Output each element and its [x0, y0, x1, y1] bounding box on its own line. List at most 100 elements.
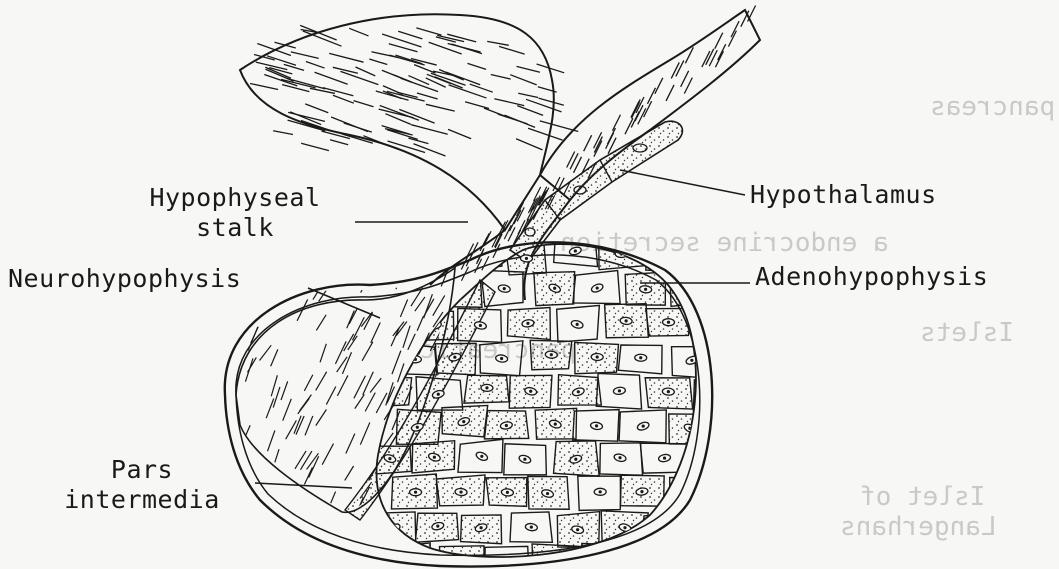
fiber-stroke [271, 287, 279, 305]
fiber-stroke [365, 393, 375, 412]
cell-nucleolus [388, 255, 391, 258]
adeno-cell [646, 241, 689, 272]
cell-nucleolus [506, 561, 509, 564]
cell-nucleolus [461, 558, 464, 561]
fiber-stroke [250, 83, 278, 89]
fiber-stroke [281, 79, 316, 87]
fiber-stroke [268, 430, 275, 451]
cell-nucleolus [710, 461, 713, 464]
fiber-stroke [467, 63, 486, 69]
cell-nucleolus [416, 426, 419, 429]
fiber-stroke [347, 310, 355, 328]
fiber-stroke [408, 76, 429, 85]
fiber-stroke [403, 326, 410, 348]
fiber-stroke [376, 393, 387, 413]
cell-nucleolus [754, 254, 757, 257]
cell-nucleolus [384, 324, 387, 327]
cell-nucleolus [596, 355, 599, 358]
fiber-stroke [538, 98, 563, 105]
fiber-stroke [516, 66, 539, 72]
fiber-stroke [415, 297, 425, 311]
fiber-stroke [389, 44, 418, 52]
cell-nucleus [749, 524, 762, 534]
label-pars-line1: Pars [22, 455, 262, 485]
label-pars-intermedia: Pars intermedia [22, 455, 262, 515]
cell-nucleus [771, 353, 785, 364]
fiber-stroke [283, 399, 292, 421]
fiber-stroke [666, 85, 674, 101]
fiber-stroke [718, 44, 726, 60]
fiber-stroke [355, 394, 365, 408]
fiber-stroke [352, 317, 364, 340]
cell-nucleus [706, 251, 719, 261]
fiber-stroke [337, 375, 348, 395]
fiber-stroke [344, 123, 372, 132]
fiber-stroke [487, 41, 509, 45]
adeno-cell [759, 547, 802, 569]
adeno-cell [690, 446, 733, 480]
fiber-stroke [505, 115, 536, 127]
fiber-stroke [301, 143, 329, 150]
cell-nucleolus [576, 323, 579, 326]
adeno-cell [439, 272, 482, 307]
fiber-stroke [271, 349, 278, 366]
label-hypophyseal-line2: stalk [120, 213, 350, 243]
cell-nucleolus [642, 425, 645, 428]
fiber-stroke [275, 276, 282, 295]
cell-nucleolus [546, 492, 549, 495]
cell-nucleolus [754, 527, 757, 530]
fiber-stroke [306, 61, 325, 68]
cell-nucleolus [485, 386, 488, 389]
fiber-stroke [748, 6, 756, 22]
cell-nucleus [710, 320, 723, 329]
cell-nucleolus [525, 257, 528, 260]
cell-nucleolus [737, 562, 740, 565]
leader-line-hypothalamus [620, 170, 745, 195]
cell-nucleolus [734, 289, 737, 292]
fiber-stroke [655, 78, 663, 94]
adeno-cell [758, 475, 802, 508]
cell-nucleolus [530, 526, 533, 529]
adeno-cell [711, 411, 756, 443]
fiber-stroke [516, 139, 542, 150]
fiber-stroke [395, 55, 422, 64]
cell-nucleolus [599, 559, 602, 562]
cell-nucleolus [640, 490, 643, 493]
fiber-stroke [387, 130, 418, 140]
cell-nucleolus [479, 526, 482, 529]
cell-nucleus [729, 286, 742, 295]
label-pars-line2: intermedia [22, 485, 262, 515]
cell-nucleus [709, 525, 721, 532]
fiber-stroke [709, 50, 717, 66]
cell-nucleus [774, 558, 786, 566]
fiber-stroke [258, 272, 266, 290]
fiber-stroke [540, 121, 578, 132]
label-adenohypophysis: Adenohypophysis [755, 262, 988, 292]
cell-nucleolus [639, 356, 642, 359]
fiber-stroke [349, 28, 368, 36]
fiber-stroke [612, 115, 620, 131]
cell-nucleolus [436, 525, 439, 528]
leader-line-pars-intermedia [255, 483, 352, 488]
fiber-stroke [273, 387, 280, 408]
fiber-stroke [259, 345, 271, 360]
fiber-stroke [417, 316, 423, 330]
fiber-stroke [333, 95, 354, 103]
fiber-stroke [517, 106, 543, 116]
cell-nucleus [749, 452, 762, 462]
fiber-stroke [315, 72, 348, 84]
label-hypothalamus: Hypothalamus [750, 180, 937, 210]
fiber-stroke [491, 74, 511, 79]
cell-nucleolus [462, 420, 465, 423]
cell-nucleolus [779, 560, 782, 563]
fiber-stroke [494, 99, 524, 106]
cell-nucleolus [577, 390, 580, 393]
cell-nucleolus [459, 490, 462, 493]
adeno-cell [692, 242, 734, 271]
label-neurohypophysis: Neurohypophysis [8, 264, 241, 294]
adeno-cell [368, 240, 410, 272]
cell-nucleus [383, 252, 396, 260]
fiber-stroke [291, 52, 319, 58]
cell-nucleus [751, 384, 765, 394]
cell-nucleolus [576, 528, 579, 531]
